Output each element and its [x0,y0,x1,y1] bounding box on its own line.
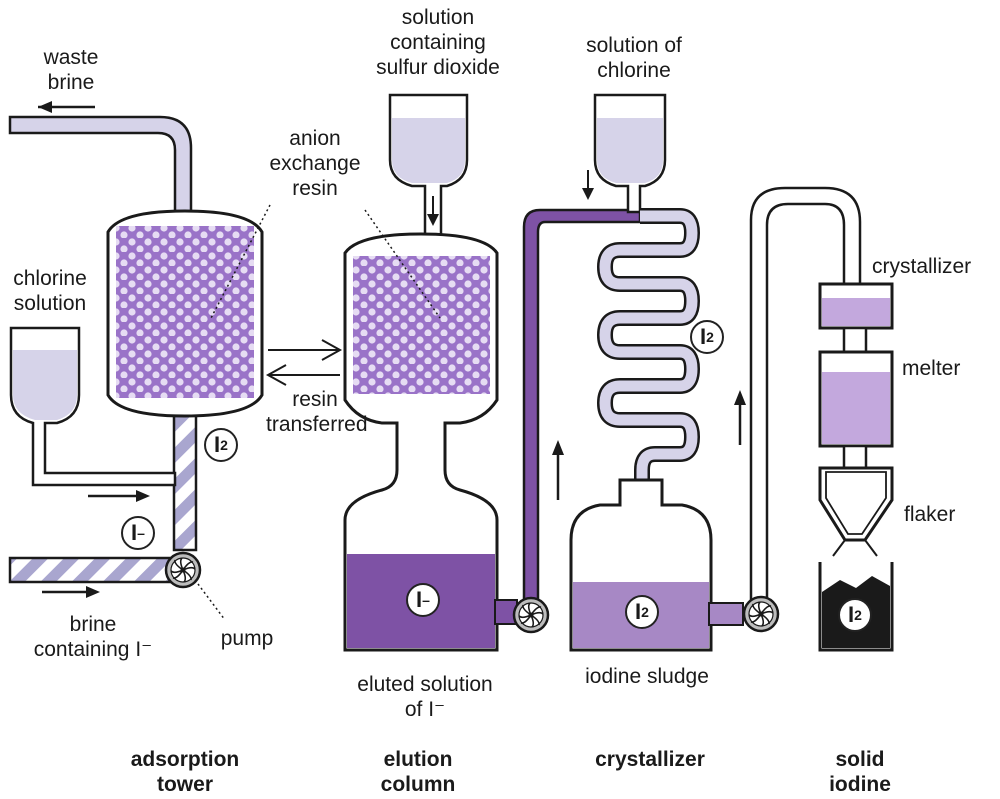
title-adsorption-tower: adsorption tower [130,748,240,796]
label-flaker: flaker [904,503,956,526]
title-crystallizer: crystallizer [595,748,705,771]
brine-inlet-pipe [8,556,172,584]
title-elution-column: elution column [380,748,456,796]
iodide-symbol-elution: I– [406,583,440,617]
adsorption-tower [8,101,271,621]
elution-resin-bed [353,256,490,394]
label-anion-exchange-resin: anion exchange resin [269,127,361,200]
serpentine-coil [597,208,700,510]
label-waste-brine: waste brine [43,46,99,94]
label-crystallizer-unit: crystallizer [872,255,972,278]
tower-resin-bed [116,226,254,398]
label-chlorine-solution: chlorine solution [13,267,87,315]
elution-column [343,93,518,652]
label-eluted-solution: eluted solution of I⁻ [357,673,493,721]
label-resin-transferred: resin transferred [266,388,368,436]
label-so2-solution: solution containing sulfur dioxide [376,6,500,79]
title-solid-iodine: solid iodine [829,748,891,796]
resin-transfer-arrows [265,339,343,386]
tower-pump [164,551,202,589]
tower-feed-pipe [172,413,198,552]
label-melter: melter [902,357,961,380]
iodide-symbol-tower: I– [121,516,155,550]
label-iodine-sludge: iodine sludge [585,665,709,688]
crystallizer [569,93,862,652]
label-pump: pump [220,627,274,650]
solid-iodine-container [818,562,894,652]
waste-brine-pipe [8,115,193,214]
solid-iodine-unit [818,282,894,652]
label-brine-containing-iodide: brine containing I⁻ [33,613,153,661]
label-chlorine-solution-2: solution of chlorine [586,34,682,82]
